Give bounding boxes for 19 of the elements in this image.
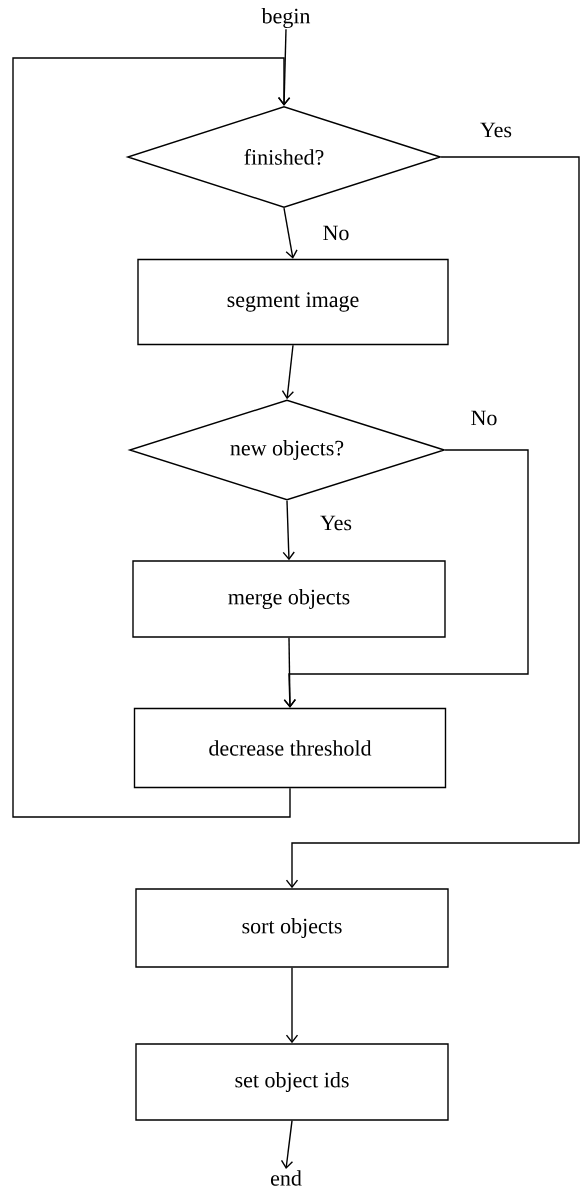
arrow xyxy=(285,967,299,1044)
process-box: segment image xyxy=(137,258,449,346)
terminal-label: end xyxy=(271,1170,302,1186)
arrow xyxy=(283,207,298,259)
arrow xyxy=(281,344,295,400)
process-box: merge objects xyxy=(132,560,446,638)
process-box: sort objects xyxy=(135,888,449,968)
edge-label: No xyxy=(321,224,351,242)
edge-label: Yes xyxy=(479,121,513,139)
process-box: decrease threshold xyxy=(133,707,447,789)
edge-label: No xyxy=(469,409,499,427)
process-box: set object ids xyxy=(135,1043,449,1121)
arrow xyxy=(282,500,295,561)
terminal-label: begin xyxy=(261,8,311,29)
arrow xyxy=(285,156,580,889)
edge-label: Yes xyxy=(319,514,353,532)
arrow xyxy=(12,57,291,818)
arrow xyxy=(283,637,297,708)
arrow xyxy=(280,1120,294,1170)
